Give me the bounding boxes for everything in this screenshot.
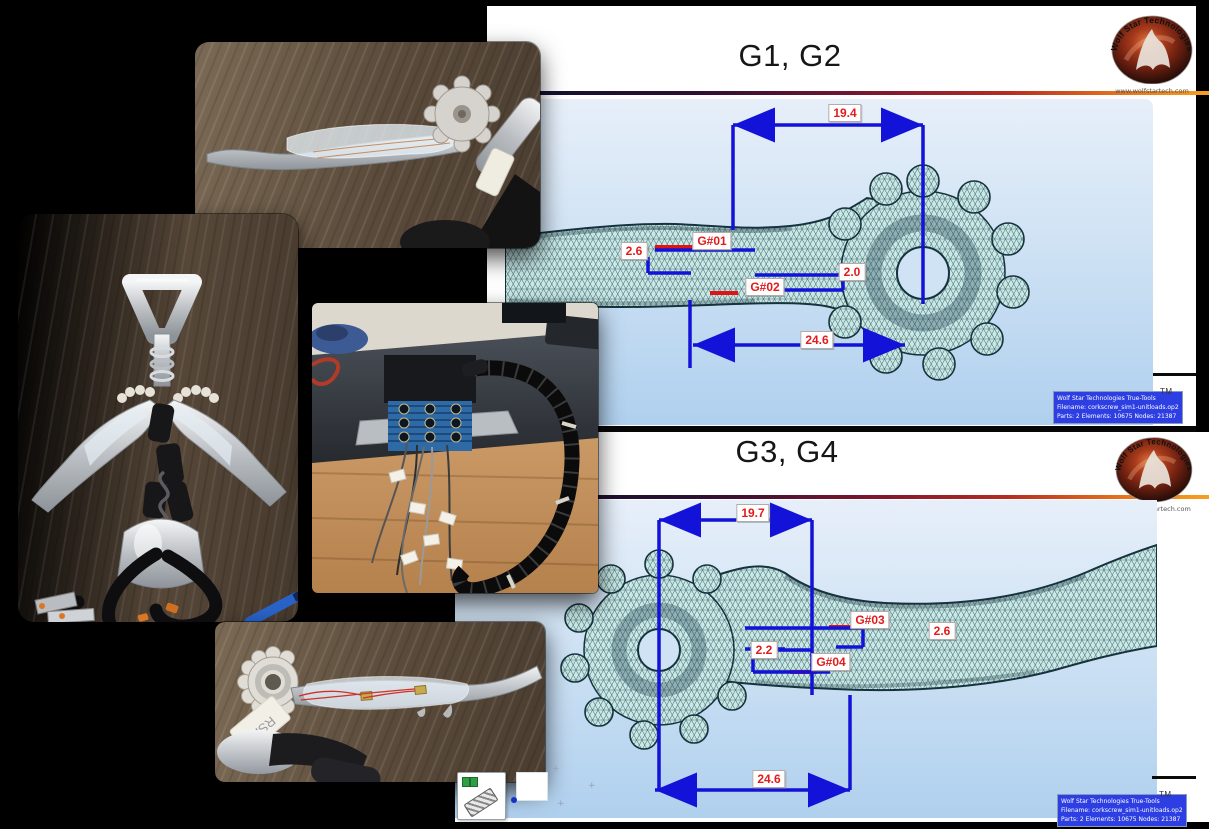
- slide2-title: G3, G4: [735, 434, 839, 469]
- slide1-divider-rule: [530, 91, 1209, 95]
- gauge-label-g04: G#04: [811, 653, 851, 671]
- photo-lever-arm-top-art: [206, 75, 540, 248]
- dim-label-g1-offset: 2.6: [620, 242, 648, 260]
- logo-website: www.wolfstartech.com: [1115, 87, 1189, 95]
- dimension-lines: [655, 502, 865, 808]
- bottle-opener-handle: [122, 274, 202, 344]
- photo-corkscrew-art: [31, 274, 298, 622]
- gauge-label-g02: G#02: [745, 278, 785, 296]
- strain-gauge: [414, 684, 427, 696]
- photo-daq-wiring: [312, 303, 598, 593]
- fea-viewport-g1g2: 19.4 2.6 G#01 G#02 2.0 24.6 Wolf Star Te…: [504, 99, 1183, 425]
- photo-corkscrew: [18, 214, 298, 622]
- dim-label-top: 19.4: [828, 104, 862, 122]
- info-line: Wolf Star Technologies True-Tools: [1057, 395, 1156, 402]
- mesh-model-g1g2: [504, 107, 1030, 381]
- dim-label-bottom: 24.6: [800, 331, 834, 349]
- photo-lever-arm-bottom: RSF: [215, 622, 545, 782]
- dim-label-bottom: 24.6: [752, 770, 786, 788]
- daq-connectors: [398, 403, 462, 443]
- photo-daq-art: [312, 303, 598, 593]
- gauge-lead-wires: [298, 688, 416, 701]
- fea-viewport-g3g4: 19.7 G#03 2.6 2.2 G#04 24.6 Wolf Star Te…: [455, 500, 1187, 827]
- viewer-icon-panel: [457, 772, 506, 820]
- dim-label-g4-offset: 2.2: [750, 641, 778, 659]
- blue-pen: [244, 588, 298, 622]
- cable-loom-loop: [452, 360, 580, 593]
- photo-lever-arm-top: [195, 42, 540, 248]
- model-info-box-2: Wolf Star Technologies True-Tools Filena…: [1057, 794, 1187, 827]
- trademark-rule: [1153, 373, 1196, 376]
- element-icon: [470, 777, 478, 787]
- dim-label-top: 19.7: [736, 504, 770, 522]
- trademark-rule-2: [1152, 776, 1196, 779]
- sensor-wires: [371, 442, 453, 593]
- trademark-text: TM: [1160, 387, 1173, 396]
- crosshair-mark: +: [557, 799, 565, 809]
- crosshair-mark: +: [552, 764, 560, 774]
- info-line: Parts: 2 Elements: 10675 Nodes: 21387: [1061, 816, 1181, 823]
- node-marker-dot: [511, 797, 517, 803]
- info-line: Wolf Star Technologies True-Tools: [1061, 798, 1160, 805]
- clamp-hardware: [34, 591, 95, 622]
- viewer-aux-box: [516, 772, 548, 801]
- slide1-title: G1, G2: [738, 38, 842, 73]
- gauge-label-g01: G#01: [692, 232, 732, 250]
- slide2-divider-rule: [530, 495, 1209, 499]
- mesh-model-g3g4: [560, 502, 1158, 808]
- element-icon: [462, 777, 470, 787]
- mesh-block-icon: [463, 787, 499, 818]
- wing-gear-crowns: [117, 385, 219, 403]
- wolfstar-logo: Wolf Star Technologies www.wolfstartech.…: [1108, 8, 1196, 95]
- crosshair-mark: +: [588, 781, 596, 791]
- wolf-logo-icon: Wolf Star Technologies: [1109, 15, 1195, 85]
- trademark-text-2: TM: [1159, 790, 1172, 799]
- info-line: Filename: corkscrew_sim1-unitloads.op2: [1057, 404, 1179, 411]
- gauge-label-g03: G#03: [850, 611, 890, 629]
- dim-label-g2-offset: 2.0: [838, 263, 866, 281]
- dim-label-g3-offset: 2.6: [928, 622, 956, 640]
- photo-lever-arm-bottom-art: RSF: [217, 646, 543, 782]
- info-line: Filename: corkscrew_sim1-unitloads.op2: [1061, 807, 1183, 814]
- info-line: Parts: 2 Elements: 10675 Nodes: 21387: [1057, 413, 1177, 420]
- model-info-box: Wolf Star Technologies True-Tools Filena…: [1053, 391, 1183, 424]
- wolf-logo-icon-2: Wolf Star Technologies: [1113, 437, 1194, 503]
- mesh-arm: [685, 543, 1158, 692]
